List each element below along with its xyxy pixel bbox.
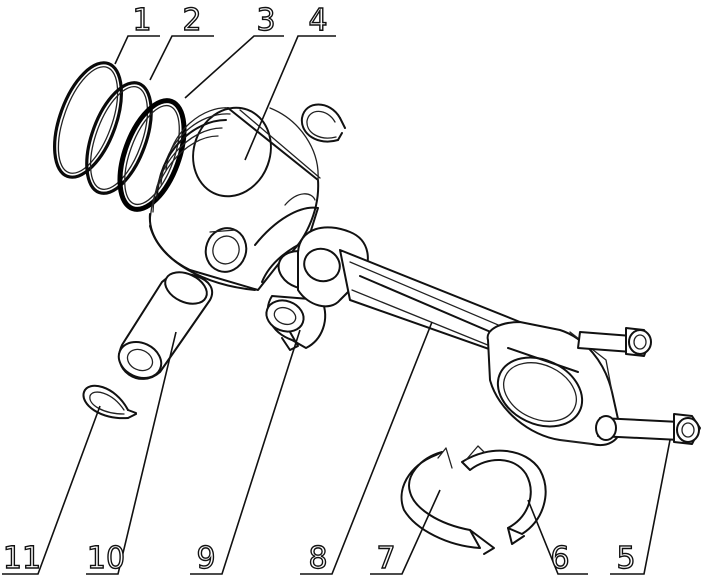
callout-3: 3 bbox=[256, 3, 275, 38]
piston-ring-3 bbox=[117, 98, 187, 212]
leader-5 bbox=[610, 439, 671, 575]
bearing-shell-6 bbox=[461, 445, 547, 545]
callout-10: 10 bbox=[87, 541, 125, 576]
leader-11 bbox=[2, 405, 101, 575]
leader-2 bbox=[149, 35, 214, 81]
callout-7: 7 bbox=[376, 541, 395, 576]
bolt-upper bbox=[577, 327, 652, 357]
leader-7 bbox=[370, 489, 441, 575]
callout-5: 5 bbox=[616, 541, 635, 576]
callout-6: 6 bbox=[550, 541, 569, 576]
callout-4: 4 bbox=[308, 3, 327, 38]
bearing-shell-7 bbox=[400, 447, 495, 555]
leader-1 bbox=[114, 35, 160, 65]
callout-2: 2 bbox=[182, 3, 201, 38]
callout-labels: 1 2 3 4 5 6 7 8 9 10 11 bbox=[2, 2, 636, 576]
leader-9 bbox=[190, 329, 301, 575]
callout-8: 8 bbox=[308, 541, 327, 576]
callout-11: 11 bbox=[3, 541, 41, 576]
snap-ring-upper bbox=[300, 103, 346, 143]
leader-8 bbox=[300, 321, 433, 575]
callout-1: 1 bbox=[132, 3, 151, 38]
connecting-rod bbox=[297, 226, 621, 446]
leader-4 bbox=[244, 35, 336, 161]
leader-3 bbox=[184, 35, 284, 99]
piston-ring-2 bbox=[85, 81, 153, 195]
leader-lines bbox=[2, 35, 671, 575]
piston-pin bbox=[117, 271, 214, 380]
leader-6 bbox=[527, 499, 588, 575]
bolt-lower bbox=[595, 413, 701, 445]
callout-9: 9 bbox=[196, 541, 215, 576]
snap-ring-lower bbox=[82, 384, 137, 420]
leader-10 bbox=[86, 331, 177, 575]
piston-ring-1 bbox=[53, 61, 123, 179]
